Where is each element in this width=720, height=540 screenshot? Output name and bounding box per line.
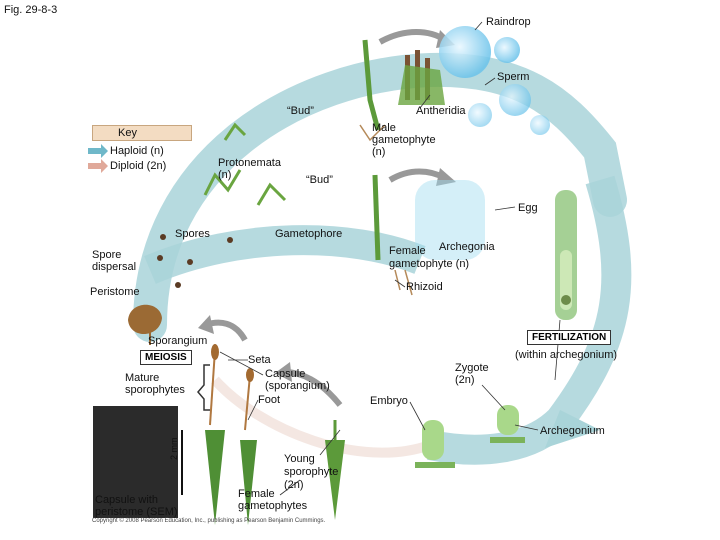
bud-top-label: “Bud” [287, 105, 314, 117]
spore-2 [227, 237, 233, 243]
leader-rhizoid [394, 279, 406, 288]
spore-1 [160, 234, 166, 240]
capsule-label-2: (sporangium) [265, 380, 330, 392]
capsule-sem-label-2: peristome (SEM) [95, 506, 178, 518]
zygote-label: Zygote [455, 362, 489, 374]
leader-zygote [481, 384, 506, 411]
scale-label: 2 mm [169, 437, 179, 461]
zygote-label-2: (2n) [455, 374, 475, 386]
foot-label: Foot [258, 394, 281, 406]
key-diploid-label: Diploid (2n) [110, 160, 167, 172]
male-gametophyte-label: Male [372, 122, 396, 134]
key-haploid-label: Haploid (n) [110, 145, 164, 157]
archegonium-label: Archegonium [540, 425, 605, 437]
spores-label: Spores [175, 228, 210, 240]
male-gametophyte-label-3: (n) [372, 146, 386, 158]
leader-capsule [219, 351, 264, 376]
right-cycle-band [427, 175, 632, 465]
mid-grey-arrow-head [436, 168, 456, 186]
gametophore-label: Gametophore [275, 228, 343, 240]
meiosis-grey-arrow-head [198, 315, 214, 334]
archegonia-label: Archegonia [439, 241, 495, 253]
mature-sporophytes-brace [197, 364, 210, 411]
right-cycle-arrow [545, 410, 600, 448]
leader-young-sporophyte [319, 429, 341, 456]
leader-embryo [409, 401, 426, 431]
spore-3 [157, 255, 163, 261]
sperm-drop-1 [499, 84, 531, 116]
young-sporophyte-label-3: (2n) [284, 479, 304, 491]
capsule-sem-label: Capsule with [95, 494, 158, 506]
sporangium-label: Sporangium [148, 335, 208, 347]
spore-5 [175, 282, 181, 288]
young-sporophyte-label: Young [284, 453, 315, 465]
raindrop-label: Raindrop [486, 16, 531, 28]
male-gametophyte-illustration [359, 39, 445, 142]
raindrop-small [494, 37, 520, 63]
leader-sperm [484, 77, 496, 86]
diploid-cycle-band [211, 376, 432, 458]
young-sporophyte-illustration [325, 420, 345, 520]
capsule-label: Capsule [265, 368, 306, 380]
key-title: Key [118, 127, 137, 139]
archegonia-column [555, 190, 577, 320]
female-gametophyte-label: Female [389, 245, 426, 257]
mature-sporophytes-label-2: sporophytes [125, 384, 185, 396]
mid-grey-arrow [388, 168, 447, 183]
sporangium-illustration [128, 304, 162, 345]
leader-raindrop [474, 21, 483, 31]
spore-4 [187, 259, 193, 265]
copyright: Copyright © 2008 Pearson Education, Inc.… [92, 518, 326, 524]
seta-label: Seta [248, 354, 271, 366]
zygote-illustration [490, 405, 525, 443]
raindrop-large [439, 26, 491, 78]
antheridia-label: Antheridia [416, 105, 466, 117]
rhizoid-label: Rhizoid [406, 281, 443, 293]
female-gametophyte-illustration [372, 174, 485, 296]
mature-sporophytes-illustration [205, 344, 257, 525]
lower-cycle-band [144, 225, 426, 284]
peristome-label: Peristome [90, 286, 140, 298]
sperm-drop-2 [468, 103, 492, 127]
protonemata-illustration [203, 122, 287, 206]
leader-archegonium [514, 424, 539, 431]
protonemata-label: Protonemata [218, 157, 281, 169]
young-sporophyte-label-2: sporophyte [284, 466, 339, 478]
mature-sporophytes-label: Mature [125, 372, 160, 384]
key-diploid-arrow [88, 159, 108, 173]
leader-foot [247, 399, 259, 421]
female-gametophytes-label-2: gametophytes [238, 500, 308, 512]
protonemata-label-2: (n) [218, 169, 232, 181]
leader-female-gametophytes [279, 479, 301, 496]
capsule-sem-inset [93, 406, 178, 518]
key-haploid-arrow [88, 144, 108, 158]
zygote-grey-arrow-head [275, 362, 292, 382]
haploid-cycle-band [133, 52, 627, 342]
sperm-drop-3 [530, 115, 550, 135]
sperm-label: Sperm [497, 71, 530, 83]
within-archegonium-label: (within archegonium) [515, 349, 618, 361]
top-grey-arrow [378, 29, 447, 45]
spore-dispersal-label: Spore [92, 249, 122, 261]
leader-egg [494, 206, 516, 211]
fertilization-tag: FERTILIZATION [527, 330, 612, 345]
female-gametophytes-label: Female [238, 488, 275, 500]
embryo-illustration [415, 420, 455, 468]
key-box [92, 125, 192, 141]
embryo-label: Embryo [370, 395, 408, 407]
egg-label: Egg [518, 202, 538, 214]
male-gametophyte-label-2: gametophyte [372, 134, 436, 146]
female-gametophyte-label-2: gametophyte (n) [389, 258, 470, 270]
figure-label: Fig. 29-8-3 [4, 4, 58, 16]
spore-dispersal-label-2: dispersal [92, 261, 137, 273]
bud-mid-label: “Bud” [306, 174, 333, 186]
meiosis-tag: MEIOSIS [140, 350, 192, 365]
leader-antheridia [419, 94, 431, 109]
